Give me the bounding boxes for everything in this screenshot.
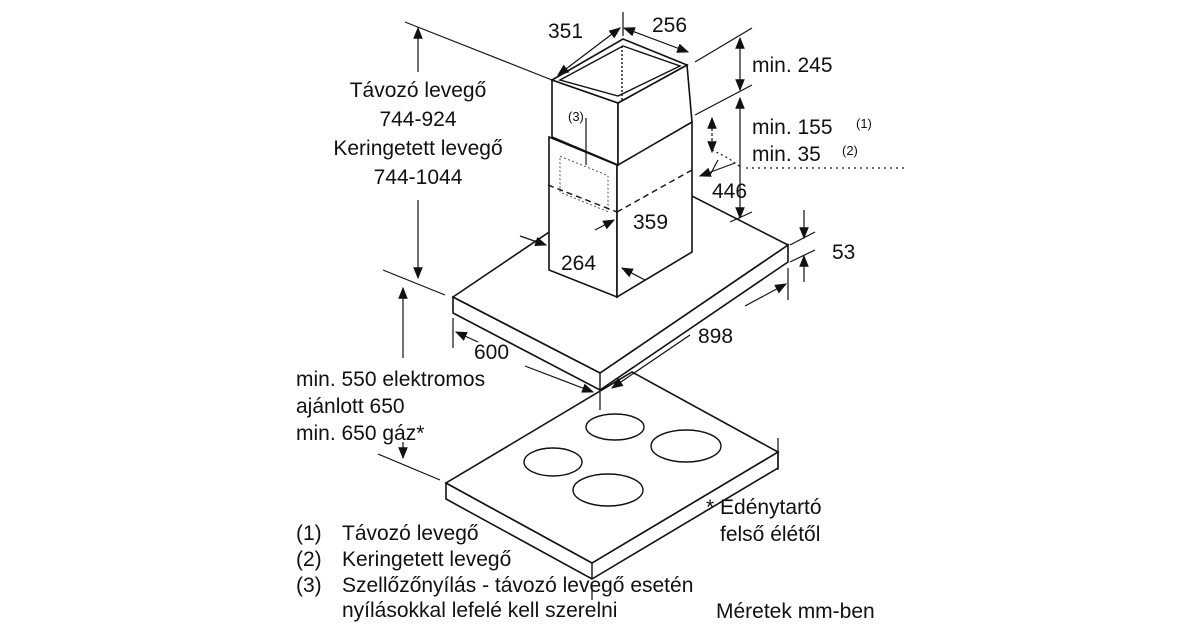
svg-text:Keringetett levegő: Keringetett levegő <box>342 548 511 571</box>
svg-text:min. 650 gáz*: min. 650 gáz* <box>296 422 424 445</box>
dim-hood-thickness: 53 <box>832 241 855 264</box>
vent-grille <box>559 155 609 213</box>
svg-text:Szellőzőnyílás - távozó levegő: Szellőzőnyílás - távozó levegő esetén <box>342 574 693 597</box>
svg-text:744-1044: 744-1044 <box>374 166 463 189</box>
footnote: * Edénytartó felső élétől <box>706 496 822 546</box>
svg-text:felső élétől: felső élétől <box>720 523 820 546</box>
vent-ref: (3) <box>568 109 584 124</box>
svg-text:(3): (3) <box>296 574 322 597</box>
dim-lower-width: 359 <box>633 211 668 234</box>
height-range-label: Távozó levegő 744-924 Keringetett levegő… <box>333 79 502 189</box>
dim-min-top: min. 245 <box>752 54 833 77</box>
dim-min-recirc-ref: (2) <box>842 143 858 158</box>
distance-label: min. 550 elektromos ajánlott 650 min. 65… <box>296 368 485 445</box>
svg-text:(2): (2) <box>296 548 322 571</box>
burner <box>523 447 583 477</box>
svg-text:Távozó levegő: Távozó levegő <box>350 79 487 102</box>
units-note: Méretek mm-ben <box>716 600 875 623</box>
svg-text:744-924: 744-924 <box>379 108 456 131</box>
burner <box>572 473 644 507</box>
burner <box>585 413 645 441</box>
dimension-lines <box>377 12 905 600</box>
svg-text:nyílásokkal lefelé kell szerel: nyílásokkal lefelé kell szerelni <box>342 599 617 622</box>
burner <box>650 429 722 463</box>
dim-min-exhaust: min. 155 <box>752 116 833 139</box>
dim-hood-depth: 600 <box>474 341 509 364</box>
svg-text:(1): (1) <box>296 522 322 545</box>
svg-text:* Edénytartó: * Edénytartó <box>706 496 822 519</box>
dim-min-exhaust-ref: (1) <box>856 116 872 131</box>
dim-lower-height: 446 <box>712 180 747 203</box>
dim-hood-width: 898 <box>698 325 733 348</box>
dim-lower-depth: 264 <box>561 252 596 275</box>
svg-text:ajánlott 650: ajánlott 650 <box>296 395 405 418</box>
svg-text:Keringetett levegő: Keringetett levegő <box>333 137 502 160</box>
legend: (1) Távozó levegő (2) Keringetett levegő… <box>296 522 693 622</box>
lower-chimney <box>547 120 693 299</box>
dim-min-recirc: min. 35 <box>752 143 821 166</box>
dim-chimney-width: 351 <box>548 20 583 43</box>
svg-text:min. 550 elektromos: min. 550 elektromos <box>296 368 485 391</box>
dim-chimney-depth: 256 <box>652 14 687 37</box>
svg-text:Távozó levegő: Távozó levegő <box>342 522 479 545</box>
